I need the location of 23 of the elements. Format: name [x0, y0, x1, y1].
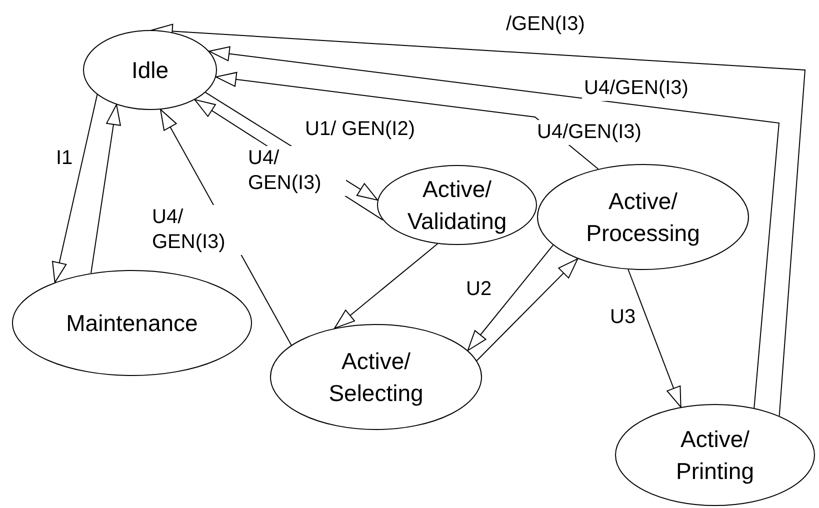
- transition-arrow: [334, 243, 438, 329]
- state-ellipse: [377, 165, 537, 245]
- state-ellipse: [270, 324, 482, 430]
- edge-label: U4/GEN(I3): [535, 120, 644, 145]
- transition-arrow: [467, 244, 554, 351]
- edge-label: U4/ GEN(I3): [246, 146, 346, 196]
- transition-arrow: [476, 258, 578, 362]
- transition-arrow: [208, 46, 780, 409]
- state-name: Maintenance: [66, 308, 198, 338]
- state-name: Active/ Printing: [675, 424, 755, 486]
- transition-arrow: [52, 94, 98, 283]
- transition-arrow: [216, 72, 599, 170]
- state-name: Active/ Processing: [585, 186, 701, 248]
- state-ellipse: [83, 30, 217, 110]
- state-name: Active/ Selecting: [328, 346, 424, 408]
- transition-arrow: [628, 269, 682, 408]
- transition-arrow: [90, 104, 121, 274]
- state-name: Active/ Validating: [406, 174, 508, 236]
- state-ellipse: [537, 164, 749, 270]
- state-ellipse: [615, 404, 815, 506]
- transition-arrow: [152, 24, 806, 416]
- state-ellipse: [12, 270, 252, 376]
- state-name: Idle: [131, 56, 169, 85]
